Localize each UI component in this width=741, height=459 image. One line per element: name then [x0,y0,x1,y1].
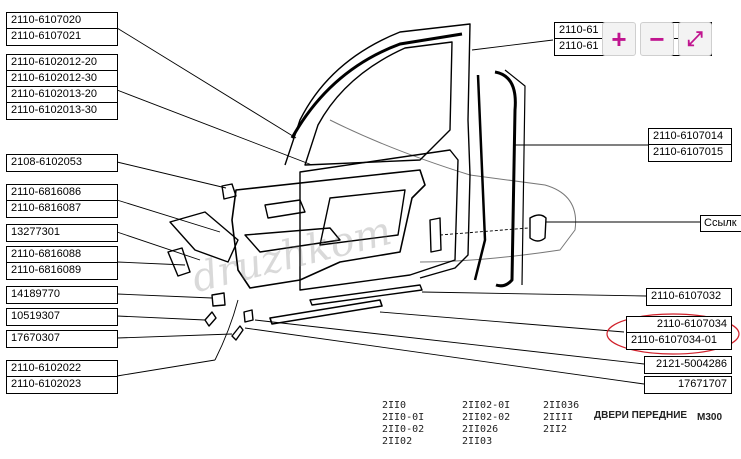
door-frame-outline [284,23,471,279]
part-number: 2110-61 [555,23,621,39]
side-repeater [529,214,547,242]
model-code: 2II02-0I [462,400,511,411]
model-code: 2II02 [382,436,413,447]
label-group-highlighted[interactable]: 2110-6107034 2110-6107034-01 [626,316,732,350]
part-number: 17670307 [11,332,60,344]
part-number: 2110-6102013-30 [11,104,98,116]
door-inner-panel [299,149,459,291]
seal-strip [309,284,423,306]
part-number: 2110-6107032 [651,290,722,302]
door-trim-panel [231,169,426,289]
part-number: 2110-6107021 [11,30,82,42]
trim-pocket [319,189,406,246]
model-code: 2II02-02 [462,412,511,423]
label-group-handle[interactable]: 2110-6816088 2110-6816089 [6,246,118,280]
label-group-trim[interactable]: 2110-6102022 2110-6102023 [6,360,118,394]
model-column-2: 2II02-0I 2II02-02 2II026 2II03 [462,400,510,448]
label-group-clip[interactable]: 2108-6102053 [6,154,118,172]
part-number: 2108-6102053 [11,156,82,168]
part-number: 2110-6102012-20 [7,55,117,71]
reference-link[interactable]: Ссылк [700,215,741,232]
label-group-armrest[interactable]: 2110-6816086 2110-6816087 [6,184,118,218]
armrest [169,211,239,263]
label-group-fastener-3[interactable]: 17670307 [6,330,118,348]
door-seal-contour [494,70,517,288]
car-silhouette [329,119,577,263]
window-opening [304,41,453,166]
model-column-3: 2II036 2IIII 2II2 [543,400,579,436]
label-group-door[interactable]: 2110-6102012-20 2110-6102012-30 2110-610… [6,54,118,120]
model-code: 2II0-0I [382,412,425,423]
model-code: 2II03 [462,436,493,447]
part-number: 2110-6107020 [7,13,117,29]
label-group-bottom-2[interactable]: 17671707 [644,376,732,394]
part-number: 2110-6107034-01 [631,334,718,346]
label-group-door-seal[interactable]: 2110-6107014 2110-6107015 [648,128,732,162]
label-group-screw[interactable]: 13277301 [6,224,118,242]
part-number: 2110-6102022 [7,361,117,377]
part-number: 2110-6816089 [11,264,82,276]
part-number: 2110-6102023 [11,378,82,390]
zoom-in-button[interactable]: + [602,22,636,56]
model-code: 2II026 [462,424,499,435]
part-number: 2110-6816088 [7,247,117,263]
part-number: 13277301 [11,226,60,238]
highlight-ring [606,313,740,355]
model-code: 2II036 [543,400,580,411]
part-number: 2110-6816086 [7,185,117,201]
door-handle-recess [264,199,306,219]
label-group-fastener-2[interactable]: 10519307 [6,308,118,326]
model-column-1: 2II0 2II0-0I 2II0-02 2II02 [382,400,424,448]
part-number: 2110-6107015 [653,146,724,158]
part-number: 2110-6816087 [11,202,82,214]
part-number: 17671707 [678,378,727,390]
model-code: 2II2 [543,424,568,435]
label-group-fastener-1[interactable]: 14189770 [6,286,118,304]
part-number: 10519307 [11,310,60,322]
page-code: M300 [697,412,723,423]
clip-part [221,183,237,200]
part-number: 2110-6107034 [627,317,731,333]
model-code: 2II0 [382,400,407,411]
diagram-caption: ДВЕРИ ПЕРЕДНИЕ [594,410,688,421]
part-number: 2110-6107014 [649,129,731,145]
label-group-bottom-1[interactable]: 2121-5004286 [644,356,732,374]
part-number: 2121-5004286 [656,358,727,370]
part-number: 14189770 [11,288,60,300]
label-group-glass-seal[interactable]: 2110-6107020 2110-6107021 [6,12,118,46]
model-code: 2II0-02 [382,424,425,435]
part-number: 2110-61 [559,40,599,52]
glass-run-seal [290,32,463,139]
part-number: 2110-6102013-20 [7,87,117,103]
model-code: 2IIII [543,412,574,423]
part-number: 2110-6102012-30 [7,71,117,87]
zoom-out-button[interactable]: − [640,22,674,56]
label-group-seal-strip[interactable]: 2110-6107032 [646,288,732,306]
fit-view-icon[interactable]: ⤢ [678,22,712,56]
